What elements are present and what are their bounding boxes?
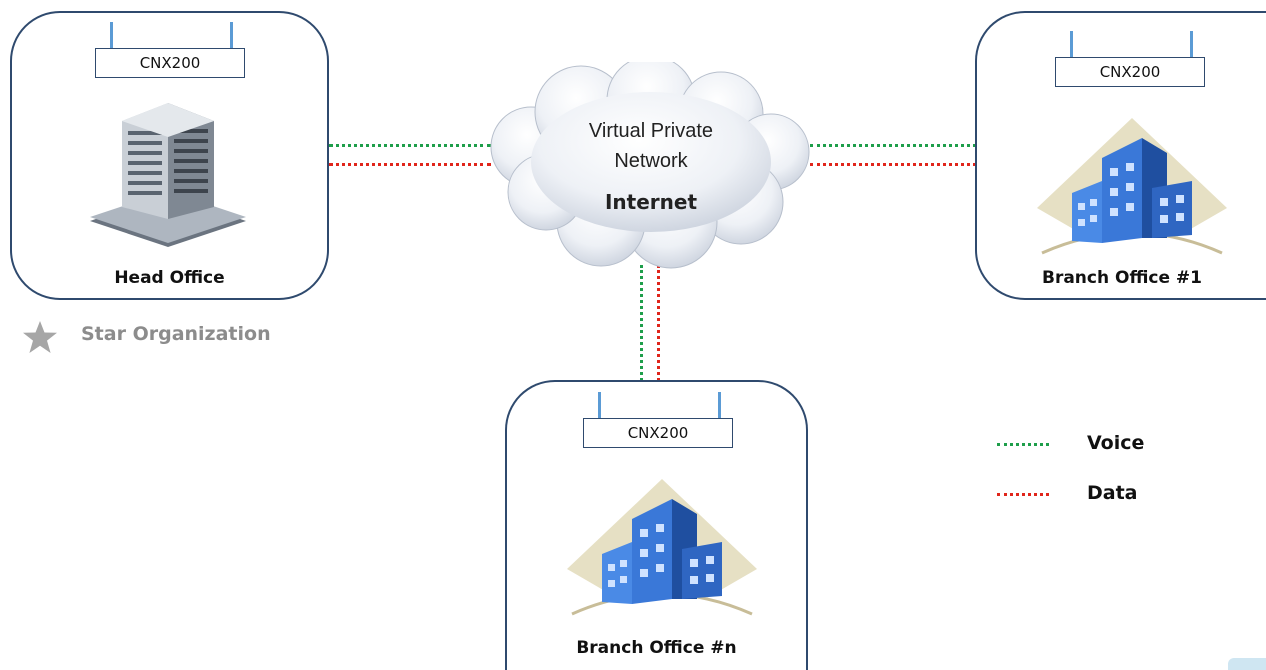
legend-label-voice: Voice	[1087, 432, 1145, 454]
topology-caption-text: Star Organization	[81, 323, 271, 345]
antenna-icon	[230, 22, 233, 48]
device-label: CNX200	[95, 48, 245, 78]
voice-link-branchn	[640, 265, 643, 381]
antenna-icon	[718, 392, 721, 418]
data-link-head	[329, 163, 491, 166]
head-office-node: CNX200 Head Office	[10, 11, 329, 300]
legend-swatch-voice	[997, 443, 1049, 446]
antenna-icon	[1070, 31, 1073, 57]
device-label: CNX200	[1055, 57, 1205, 87]
data-link-branchn	[657, 265, 660, 381]
antenna-icon	[1190, 31, 1193, 57]
city-buildings-icon	[567, 479, 757, 624]
star-icon	[23, 321, 57, 353]
branch-office-n-node: CNX200 Branch Office #n	[505, 380, 808, 670]
cnx200-device: CNX200	[1055, 31, 1205, 87]
cnx200-device: CNX200	[95, 22, 245, 78]
cloud-label-line2: Network	[614, 150, 688, 172]
legend-swatch-data	[997, 493, 1049, 496]
branch-office-1-node: CNX200 Branch Office #1	[975, 11, 1266, 300]
office-label: Branch Office #1	[1041, 268, 1203, 288]
cloud-label-internet: Internet	[604, 190, 698, 214]
corner-decoration	[1228, 658, 1266, 670]
device-label: CNX200	[583, 418, 733, 448]
cnx200-device: CNX200	[583, 392, 733, 448]
office-label: Branch Office #n	[576, 638, 737, 658]
office-label: Head Office	[114, 268, 225, 288]
voice-link-branch1	[810, 144, 976, 147]
data-link-branch1	[810, 163, 976, 166]
antenna-icon	[110, 22, 113, 48]
office-tower-icon	[90, 103, 246, 247]
cloud-icon	[490, 62, 810, 269]
legend-label-data: Data	[1087, 482, 1138, 504]
city-buildings-icon	[1037, 118, 1227, 263]
voice-link-head	[329, 144, 491, 147]
cloud-label-line1: Virtual Private	[588, 120, 714, 142]
antenna-icon	[598, 392, 601, 418]
